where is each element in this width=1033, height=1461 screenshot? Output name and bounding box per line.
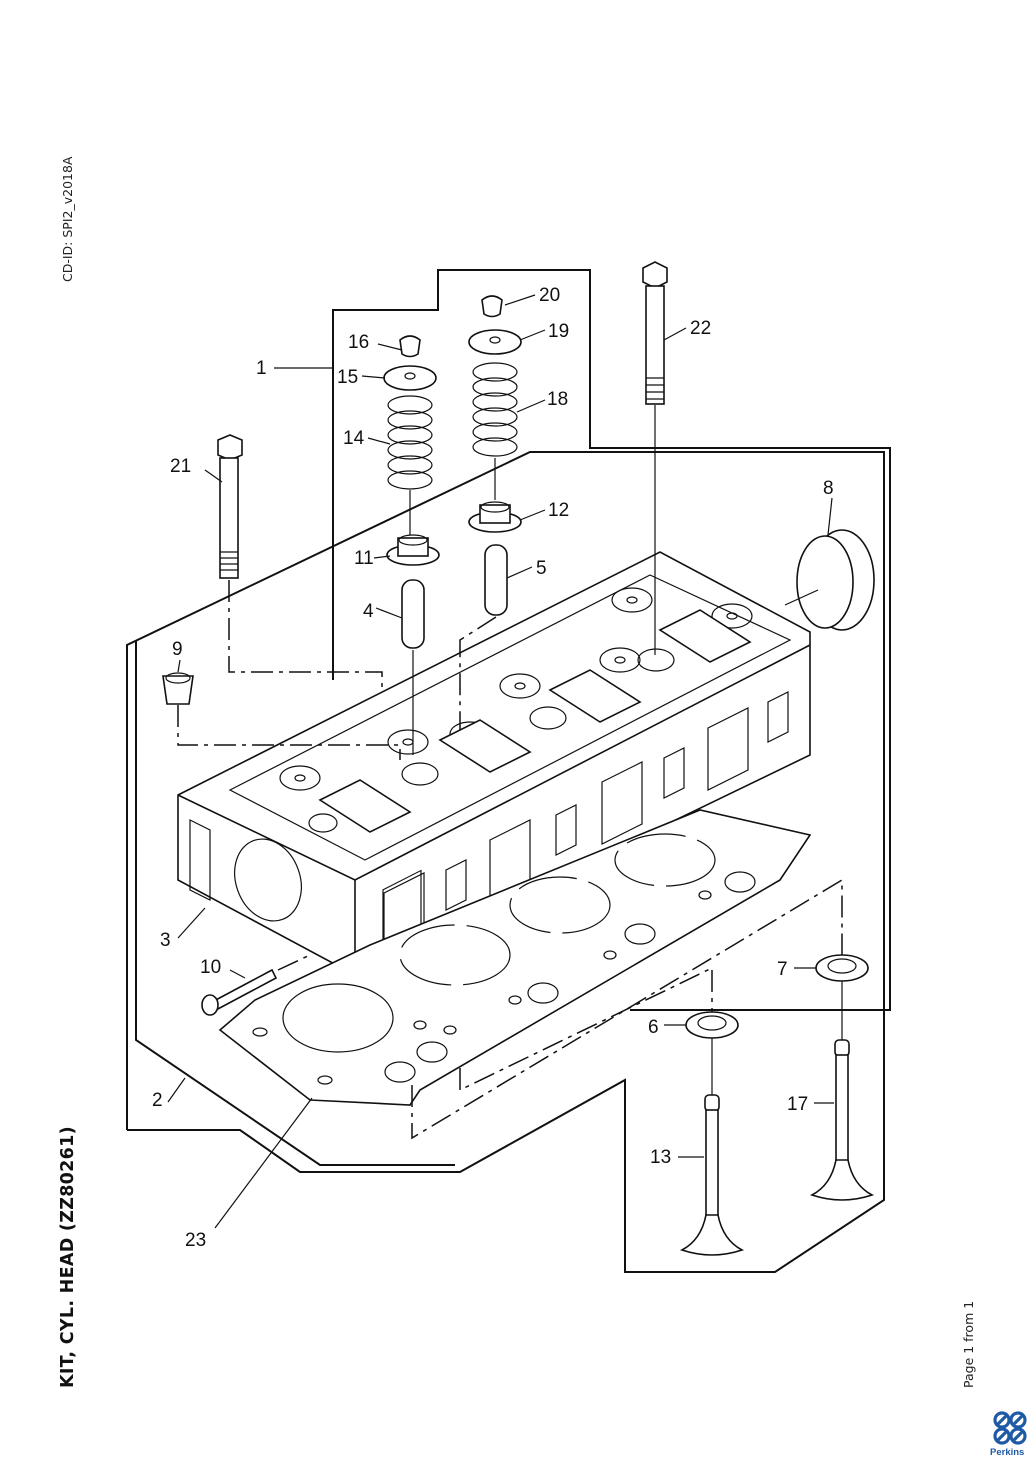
- part-7-valve-seal: [815, 954, 869, 982]
- part-17-valve: [809, 1039, 875, 1201]
- callout-21: 21: [170, 456, 191, 477]
- callout-3: 3: [160, 930, 171, 951]
- callout-5: 5: [536, 558, 547, 579]
- callout-13: 13: [650, 1147, 671, 1168]
- callout-15: 15: [337, 367, 358, 388]
- part-8-core-plug: [784, 529, 875, 631]
- kit-frame-lower: [126, 451, 885, 1273]
- perkins-logo-icon: [993, 1411, 1027, 1445]
- part-13-valve: [679, 1094, 745, 1256]
- callout-12: 12: [548, 500, 569, 521]
- callout-17: 17: [787, 1094, 808, 1115]
- part-9-plug: [162, 672, 401, 760]
- leader-lines: [167, 294, 834, 1229]
- callout-14: 14: [343, 428, 365, 449]
- valve-stack-right: [459, 295, 522, 730]
- part-6-valve-seal: [685, 1011, 739, 1039]
- callout-19: 19: [548, 321, 569, 342]
- callout-6: 6: [648, 1017, 659, 1038]
- part-21-bolt: [217, 434, 383, 690]
- kit-frame-upper: [332, 269, 891, 1011]
- callout-2: 2: [152, 1090, 163, 1111]
- callout-16: 16: [348, 332, 369, 353]
- head-gasket: [218, 809, 812, 1106]
- part-22-bolt: [642, 261, 668, 655]
- callout-1: 1: [256, 358, 267, 379]
- callout-7: 7: [777, 959, 788, 980]
- callout-10: 10: [200, 957, 221, 978]
- callout-4: 4: [363, 601, 374, 622]
- valve-stack-left: [383, 335, 440, 755]
- callout-11: 11: [354, 548, 374, 569]
- callout-23: 23: [185, 1230, 206, 1251]
- brand-wordmark: Perkins: [990, 1447, 1025, 1458]
- callout-9: 9: [172, 639, 183, 660]
- callout-8: 8: [823, 478, 834, 499]
- part-10-bolt: [201, 954, 311, 1016]
- cylinder-head: [177, 551, 811, 976]
- callout-22: 22: [690, 318, 711, 339]
- callout-20: 20: [539, 285, 560, 306]
- callout-18: 18: [547, 389, 568, 410]
